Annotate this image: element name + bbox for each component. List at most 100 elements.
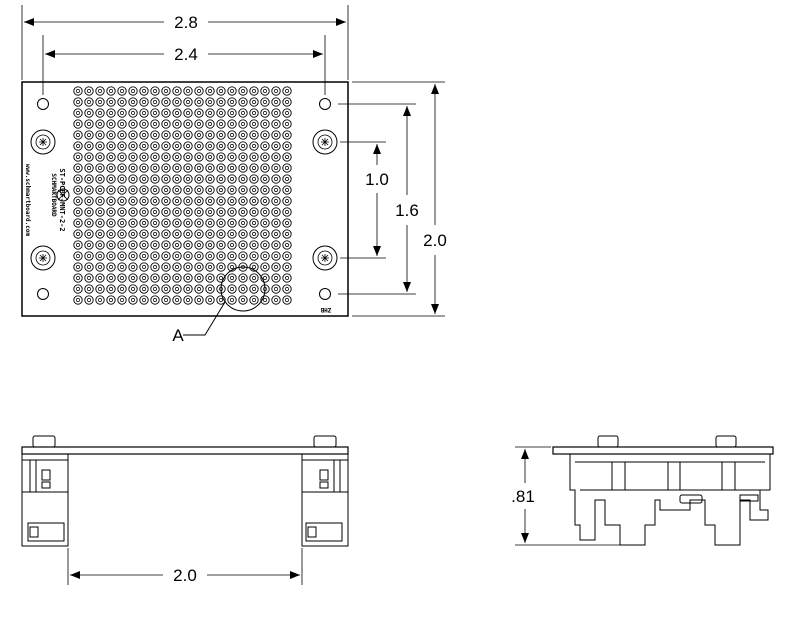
pad xyxy=(128,240,138,250)
pad xyxy=(95,207,105,217)
pad xyxy=(260,196,270,206)
pad xyxy=(139,141,149,151)
pad-hole xyxy=(285,265,289,269)
pad-hole xyxy=(241,166,245,170)
pad-hole xyxy=(109,188,113,192)
pad xyxy=(238,196,248,206)
pad xyxy=(205,229,215,239)
pad-hole xyxy=(109,254,113,258)
pad xyxy=(117,295,127,305)
pad-hole xyxy=(241,298,245,302)
pad-hole xyxy=(175,232,179,236)
pad-hole xyxy=(274,144,278,148)
pad xyxy=(150,174,160,184)
pad-hole xyxy=(87,177,91,181)
pad xyxy=(227,152,237,162)
pad xyxy=(194,273,204,283)
pad-hole xyxy=(164,133,168,137)
pad-hole xyxy=(285,155,289,159)
pad xyxy=(84,240,94,250)
pad-hole xyxy=(87,100,91,104)
pad-hole xyxy=(98,265,102,269)
pad xyxy=(216,185,226,195)
pad xyxy=(84,251,94,261)
pad xyxy=(271,185,281,195)
pad xyxy=(238,119,248,129)
silkscreen-line-2: ST-PCBF-MNT-2-2 xyxy=(58,168,66,231)
mount-screw xyxy=(30,245,56,271)
pad xyxy=(249,97,259,107)
pad-hole xyxy=(230,254,234,258)
pad-hole xyxy=(131,155,135,159)
pad-hole xyxy=(197,188,201,192)
pad xyxy=(216,119,226,129)
pad-hole xyxy=(109,243,113,247)
pad-hole xyxy=(164,188,168,192)
pad-hole xyxy=(241,111,245,115)
pad xyxy=(128,108,138,118)
pad xyxy=(271,229,281,239)
dim-hole-spacing-y: 1.6 xyxy=(395,201,419,220)
pad-hole xyxy=(263,188,267,192)
pad-hole xyxy=(230,133,234,137)
pad-hole xyxy=(98,89,102,93)
pad-hole xyxy=(274,287,278,291)
pad-hole xyxy=(285,221,289,225)
pad xyxy=(117,119,127,129)
pad-hole xyxy=(109,122,113,126)
pad xyxy=(150,218,160,228)
pad-hole xyxy=(263,89,267,93)
pad-hole xyxy=(274,232,278,236)
pad xyxy=(282,97,292,107)
pad xyxy=(238,273,248,283)
pad xyxy=(282,185,292,195)
pad xyxy=(139,130,149,140)
pad xyxy=(128,119,138,129)
pad-hole xyxy=(219,254,223,258)
pad xyxy=(161,295,171,305)
pad-hole xyxy=(98,177,102,181)
pad xyxy=(161,141,171,151)
pad-hole xyxy=(164,199,168,203)
pad-hole xyxy=(76,89,80,93)
pad xyxy=(205,240,215,250)
pad xyxy=(95,130,105,140)
screw-head xyxy=(313,435,337,448)
pad-hole xyxy=(208,177,212,181)
pad-hole xyxy=(76,254,80,258)
pad-hole xyxy=(109,144,113,148)
pad xyxy=(282,174,292,184)
pad-hole xyxy=(153,287,157,291)
pad-hole xyxy=(208,188,212,192)
pad-hole xyxy=(274,210,278,214)
pad-hole xyxy=(274,155,278,159)
pad-hole xyxy=(87,144,91,148)
pad xyxy=(73,130,83,140)
pad-hole xyxy=(230,166,234,170)
pad-hole xyxy=(186,111,190,115)
pad xyxy=(260,273,270,283)
pad xyxy=(194,185,204,195)
pad xyxy=(117,240,127,250)
pad-hole xyxy=(230,298,234,302)
pad-hole xyxy=(230,199,234,203)
pad xyxy=(183,240,193,250)
pad xyxy=(172,196,182,206)
pad-hole xyxy=(252,177,256,181)
pad-hole xyxy=(263,100,267,104)
pad xyxy=(84,141,94,151)
pad xyxy=(117,152,127,162)
pad xyxy=(95,196,105,206)
pad xyxy=(238,240,248,250)
pad xyxy=(172,108,182,118)
pad xyxy=(282,262,292,272)
pad-hole xyxy=(87,188,91,192)
dim-front-width: 2.0 xyxy=(173,566,197,585)
pad-hole xyxy=(87,111,91,115)
pad xyxy=(106,86,116,96)
pad xyxy=(260,119,270,129)
pad-hole xyxy=(142,100,146,104)
pad-hole xyxy=(175,111,179,115)
pad-hole xyxy=(98,111,102,115)
pad xyxy=(117,196,127,206)
